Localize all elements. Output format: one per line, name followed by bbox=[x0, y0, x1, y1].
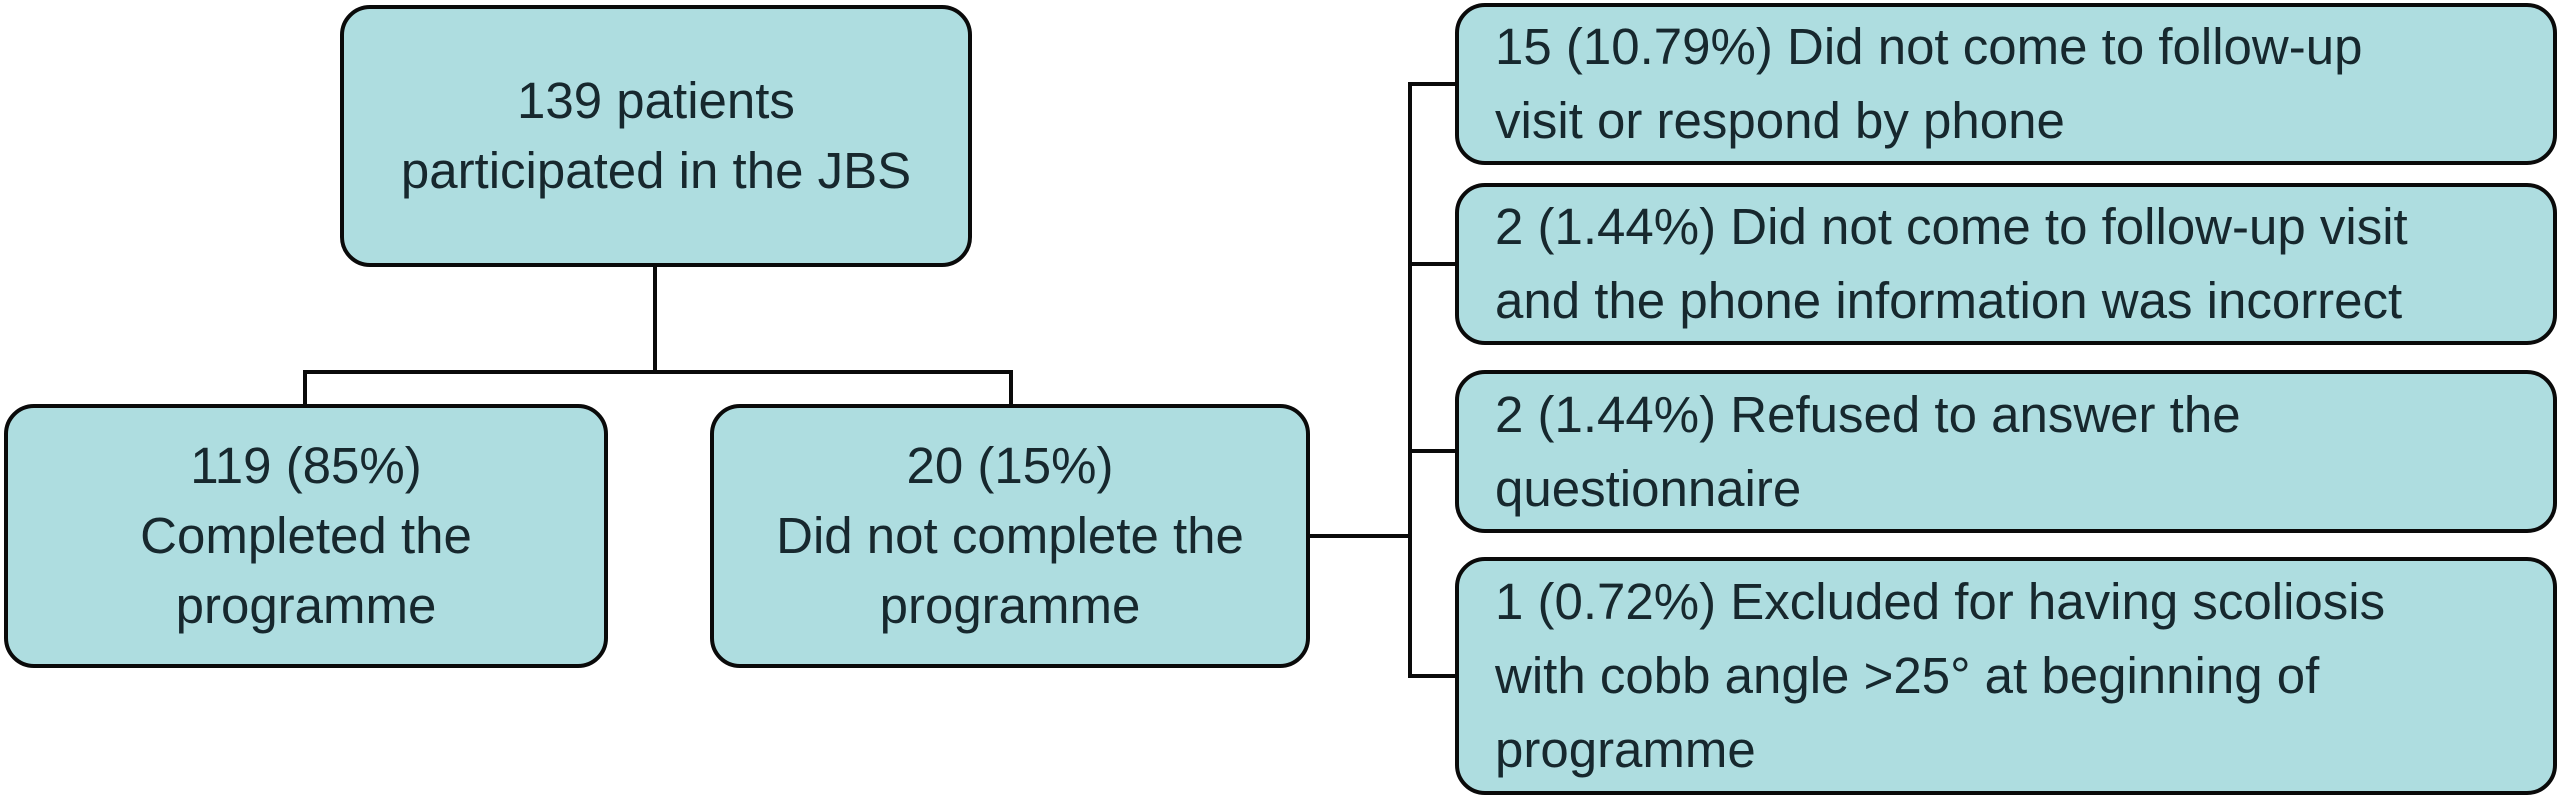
connector-drop-to-not-completed bbox=[1009, 370, 1013, 406]
connector-not-completed-to-spine bbox=[1308, 534, 1412, 538]
connector-branch-reason-1 bbox=[1408, 82, 1458, 86]
connector-spine bbox=[1408, 82, 1412, 678]
connector-root-to-bar bbox=[653, 265, 657, 372]
connector-horizontal-bar bbox=[303, 370, 1013, 374]
connector-branch-reason-3 bbox=[1408, 449, 1458, 453]
node-completed-programme: 119 (85%) Completed the programme bbox=[4, 404, 608, 668]
connector-branch-reason-4 bbox=[1408, 674, 1458, 678]
node-reason-no-followup-or-phone: 15 (10.79%) Did not come to follow-up vi… bbox=[1455, 3, 2557, 165]
node-reason-phone-incorrect: 2 (1.44%) Did not come to follow-up visi… bbox=[1455, 183, 2557, 345]
node-did-not-complete-programme: 20 (15%) Did not complete the programme bbox=[710, 404, 1310, 668]
node-reason-refused-questionnaire: 2 (1.44%) Refused to answer the question… bbox=[1455, 370, 2557, 533]
node-total-patients: 139 patients participated in the JBS bbox=[340, 5, 972, 267]
connector-drop-to-completed bbox=[303, 370, 307, 406]
connector-branch-reason-2 bbox=[1408, 262, 1458, 266]
node-reason-excluded-scoliosis: 1 (0.72%) Excluded for having scoliosis … bbox=[1455, 557, 2557, 795]
